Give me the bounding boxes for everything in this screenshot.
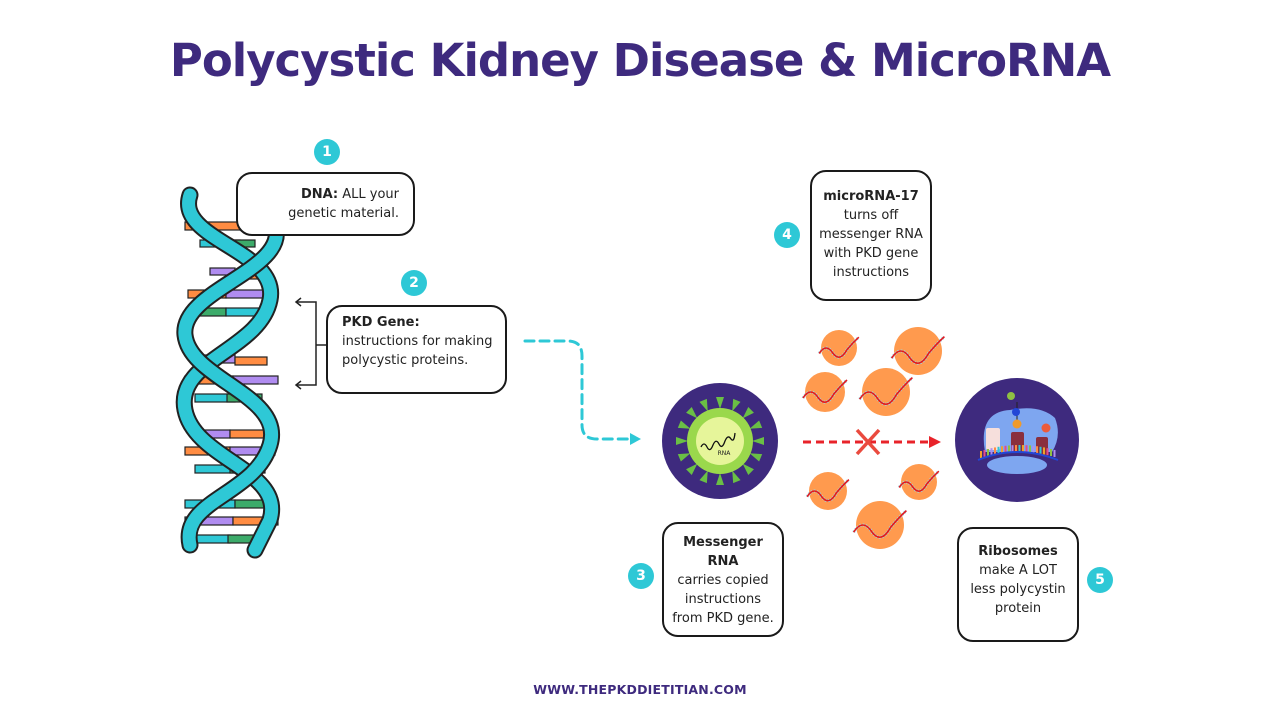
mrna-spike <box>732 398 741 412</box>
ribosome-rna-base <box>1022 445 1024 453</box>
mrna-spike <box>677 420 691 429</box>
mrna-spike <box>716 397 724 409</box>
mrna-spike <box>699 470 708 484</box>
ribosomes-callout-title: Ribosomes <box>978 544 1058 559</box>
microrna-blob-icon <box>801 372 849 412</box>
mrna-spike <box>742 463 754 475</box>
microrna-particles <box>801 327 946 549</box>
dna-callout-title: DNA: <box>300 187 339 202</box>
microrna-blob-icon <box>852 501 908 549</box>
microrna-callout-text: turns off messenger RNA with PKD gene in… <box>819 208 923 280</box>
pkd-gene-callout-title: PKD Gene: <box>342 315 420 330</box>
microrna-blob-icon <box>805 472 850 510</box>
microrna-callout: microRNA-17 turns off messenger RNA with… <box>810 170 932 301</box>
microrna-blob-icon <box>817 330 860 366</box>
mrna-spike <box>752 437 764 445</box>
ribosome-rna-base <box>1036 446 1038 454</box>
ribosome-icon <box>955 378 1079 502</box>
ribosomes-callout: Ribosomes make A LOT less polycystin pro… <box>957 527 1079 642</box>
ribosomes-callout-text: make A LOT less polycystin protein <box>970 563 1066 616</box>
microrna-callout-title: microRNA-17 <box>823 189 919 204</box>
microrna-blob-icon <box>897 464 940 500</box>
page-title: Polycystic Kidney Disease & MicroRNA <box>169 34 1111 87</box>
ribosome-rna-base <box>1001 446 1003 454</box>
mrna-spike <box>686 463 698 475</box>
ribosome-rna-base <box>983 449 986 457</box>
ribosome-rna-base <box>990 448 993 456</box>
ribosome-rna-base <box>1043 447 1045 455</box>
mrna-spike <box>732 470 741 484</box>
step-badge-1: 1 <box>314 139 340 165</box>
microrna-blob-icon <box>890 327 946 375</box>
ribosome-rna-base <box>1029 445 1031 453</box>
step-badge-5: 5 <box>1087 567 1113 593</box>
ribosome-rna-base <box>1008 445 1010 453</box>
ribosome-rna-base <box>1018 445 1021 452</box>
step-badge-4: 4 <box>774 222 800 248</box>
messenger-rna-icon: RNA <box>662 383 778 499</box>
mrna-spike <box>749 453 763 462</box>
dashed-arrow-icon <box>523 339 641 445</box>
mrna-spike <box>677 453 691 462</box>
mrna-spike <box>716 473 724 485</box>
website-footer: WWW.THEPKDDIETITIAN.COM <box>533 682 747 697</box>
mrna-spike <box>686 407 698 419</box>
ribosome-rna-base <box>1004 445 1007 453</box>
mrna-spike <box>699 398 708 412</box>
ribosome-rna-base <box>1015 445 1017 453</box>
dna-callout: DNA: ALL your genetic material. <box>236 172 415 236</box>
blocked-arrow-icon <box>803 428 941 456</box>
dna-helix-icon <box>175 186 286 559</box>
messenger-rna-callout-title: Messenger RNA <box>683 535 763 569</box>
ribosome-rna-base <box>987 449 989 457</box>
ribosome-rna-base <box>1039 446 1042 454</box>
ribosome-rna-base <box>980 451 982 458</box>
dna-callout-text: ALL your genetic material. <box>288 187 399 221</box>
microrna-blob-icon <box>858 368 914 416</box>
messenger-rna-callout: Messenger RNA carries copied instruction… <box>662 522 784 637</box>
svg-text:RNA: RNA <box>718 450 732 457</box>
mrna-spike <box>676 437 688 445</box>
pkd-gene-callout: PKD Gene: instructions for making polycy… <box>326 305 507 394</box>
mrna-spike <box>742 407 754 419</box>
ribosome-rna-base <box>1053 449 1056 457</box>
ribosome-rna-base <box>1025 445 1028 453</box>
ribosome-rna-base <box>994 447 996 455</box>
mrna-spike <box>749 420 763 429</box>
ribosome-rna-backbone <box>977 451 1059 461</box>
step-badge-3: 3 <box>628 563 654 589</box>
ribosome-rna-base <box>1011 445 1014 453</box>
ribosome-rna-base <box>997 446 1000 454</box>
ribosome-rna-base <box>1050 449 1052 457</box>
pkd-gene-callout-text: instructions for making polycystic prote… <box>342 334 493 368</box>
ribosome-rna-base <box>1032 445 1035 453</box>
bracket-arrows-icon <box>294 297 328 390</box>
messenger-rna-callout-text: carries copied instructions from PKD gen… <box>672 573 774 626</box>
step-badge-2: 2 <box>401 270 427 296</box>
ribosome-rna-base <box>1046 448 1049 456</box>
